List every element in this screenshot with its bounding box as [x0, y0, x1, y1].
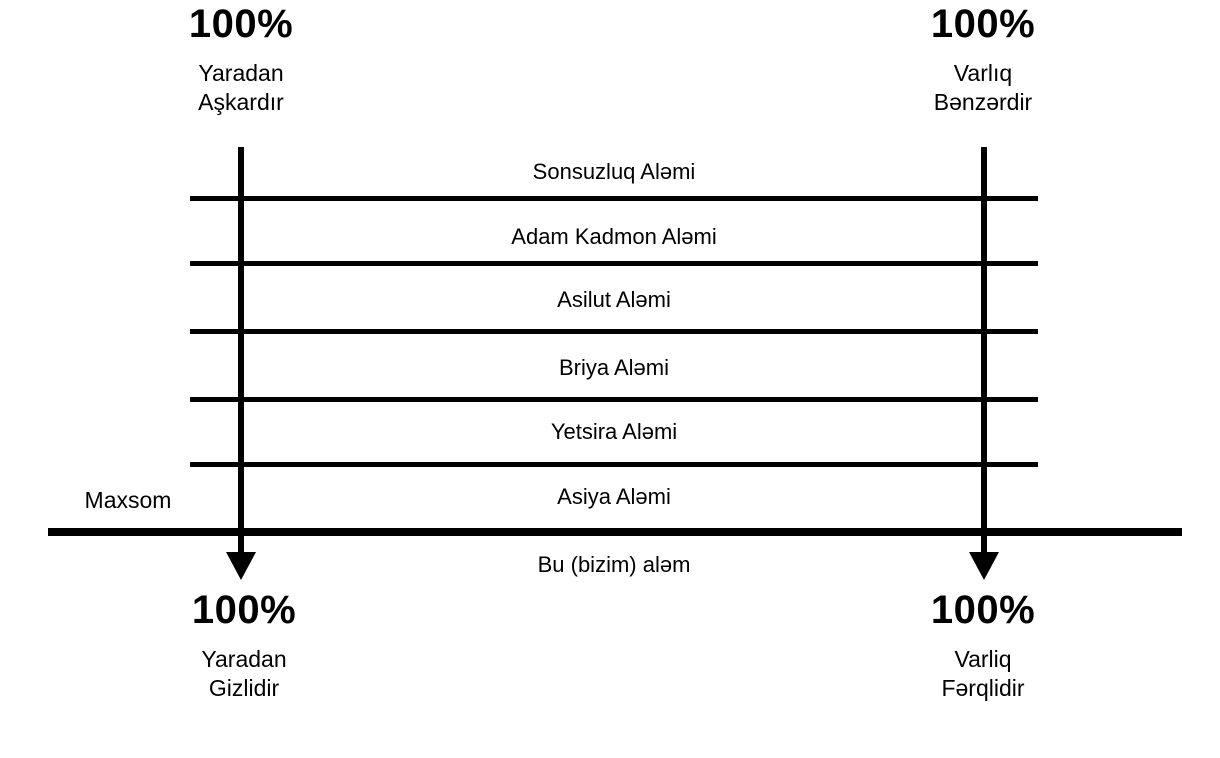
- world-row-label: Briya Aləmi: [558, 355, 670, 380]
- world-row-label: Adam Kadmon Aləmi: [511, 224, 717, 249]
- corner-caption: Varliq Fərqlidir: [883, 645, 1083, 703]
- percent-value: 100%: [930, 2, 1036, 46]
- world-row-label: Sonsuzluq Aləmi: [532, 159, 696, 184]
- world-separator-line: [190, 329, 1038, 334]
- world-separator-line: [190, 196, 1038, 201]
- corner-caption-line2: Gizlidir: [208, 675, 280, 701]
- right-arrow-shaft: [981, 147, 987, 552]
- world-row-label: Asilut Aləmi: [557, 287, 671, 312]
- corner-caption-line2: Aşkardır: [198, 89, 284, 115]
- corner-label-top-left: 100% Yaradan Aşkardır: [141, 2, 341, 117]
- world-separator-line: [190, 462, 1038, 467]
- corner-label-bottom-left: 100% Yaradan Gizlidir: [144, 588, 344, 703]
- right-arrowhead-icon: [969, 552, 999, 580]
- corner-caption-line1: Varliq: [954, 646, 1012, 672]
- corner-caption-line1: Varlıq: [953, 60, 1013, 86]
- corner-caption: Varlıq Bənzərdir: [883, 59, 1083, 117]
- corner-label-bottom-right: 100% Varliq Fərqlidir: [883, 588, 1083, 703]
- corner-caption: Yaradan Aşkardır: [141, 59, 341, 117]
- corner-label-top-right: 100% Varlıq Bənzərdir: [883, 2, 1083, 117]
- percent-value: 100%: [191, 588, 297, 632]
- corner-caption-line1: Yaradan: [198, 60, 284, 86]
- corner-caption-line1: Yaradan: [201, 646, 287, 672]
- our-world-label: Bu (bizim) aləm: [537, 552, 691, 577]
- corner-caption-line2: Bənzərdir: [933, 89, 1033, 115]
- world-separator-line: [190, 261, 1038, 266]
- corner-caption-line2: Fərqlidir: [941, 675, 1025, 701]
- percent-value: 100%: [188, 2, 294, 46]
- left-arrowhead-icon: [226, 552, 256, 580]
- world-separator-line: [190, 397, 1038, 402]
- world-row-label: Asiya Aləmi: [557, 484, 671, 509]
- maxsom-label: Maxsom: [84, 487, 172, 513]
- maxsom-boundary-line: [48, 528, 1182, 536]
- percent-value: 100%: [930, 588, 1036, 632]
- left-arrow-shaft: [238, 147, 244, 552]
- world-row-label: Yetsira Aləmi: [550, 419, 678, 444]
- corner-caption: Yaradan Gizlidir: [144, 645, 344, 703]
